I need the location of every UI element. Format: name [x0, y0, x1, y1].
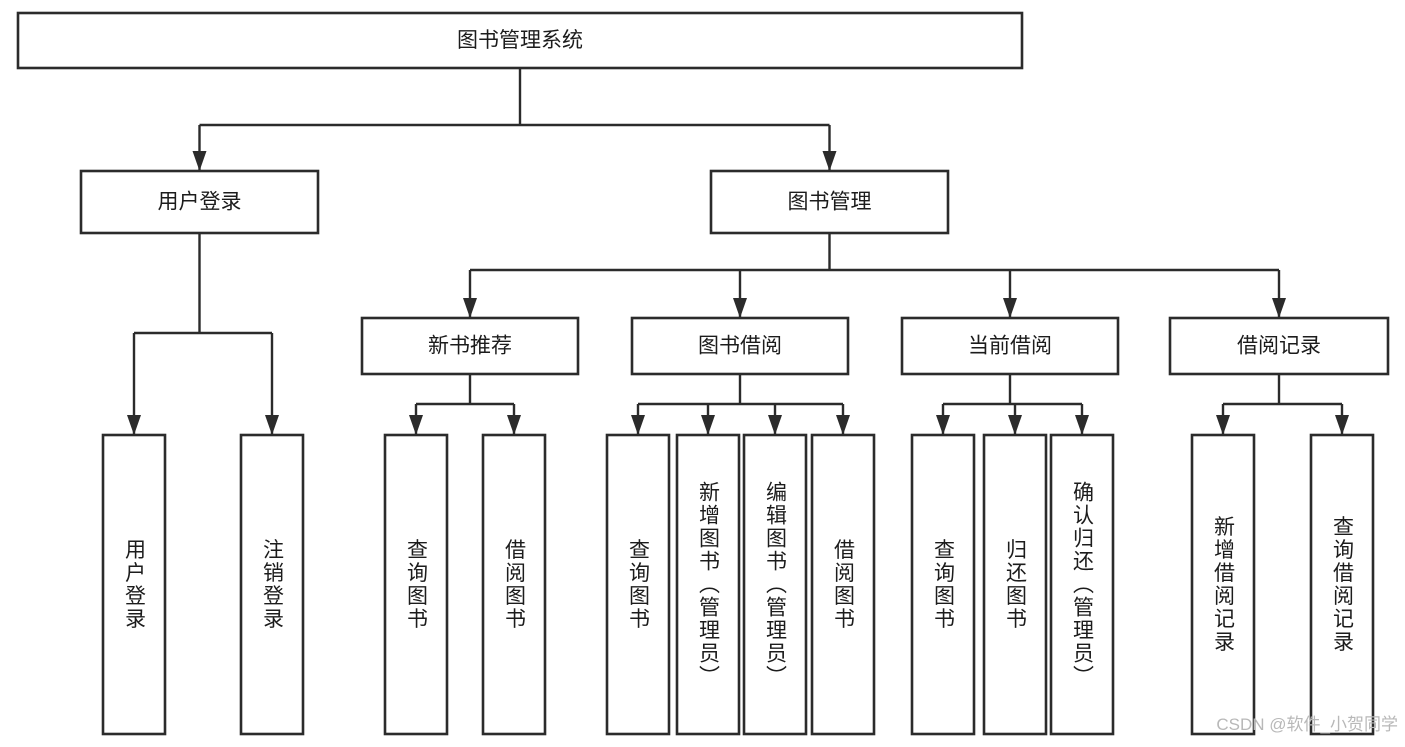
node-box-borrow[interactable]	[630, 316, 850, 376]
node-label-current: 当前借阅	[968, 335, 1052, 358]
node-label-records: 借阅记录	[1237, 335, 1321, 358]
node-label-leaf10: 归还图书	[1004, 539, 1028, 631]
node-leaf6[interactable]: 新增图书（管理员）	[675, 433, 741, 736]
node-label-newbook: 新书推荐	[428, 335, 512, 358]
node-current[interactable]: 当前借阅	[900, 316, 1120, 376]
node-label-leaf12: 新增借阅记录	[1212, 516, 1236, 654]
node-box-leaf12[interactable]	[1190, 433, 1256, 736]
node-box-leaf1[interactable]	[101, 433, 167, 736]
node-box-leaf7[interactable]	[742, 433, 808, 736]
node-label-login: 用户登录	[158, 191, 242, 214]
node-records[interactable]: 借阅记录	[1168, 316, 1390, 376]
node-box-leaf4[interactable]	[481, 433, 547, 736]
node-login[interactable]: 用户登录	[79, 169, 320, 235]
node-box-leaf11[interactable]	[1049, 433, 1115, 736]
node-label-leaf3: 查询图书	[405, 539, 429, 631]
node-label-leaf6: 新增图书（管理员）	[697, 481, 721, 688]
connectors-layer	[127, 68, 1349, 435]
node-bookmgmt[interactable]: 图书管理	[709, 169, 950, 235]
node-leaf2[interactable]: 注销登录	[239, 433, 305, 736]
node-leaf4[interactable]: 借阅图书	[481, 433, 547, 736]
node-box-leaf6[interactable]	[675, 433, 741, 736]
node-label-leaf13: 查询借阅记录	[1331, 516, 1355, 654]
node-box-leaf8[interactable]	[810, 433, 876, 736]
node-leaf9[interactable]: 查询图书	[910, 433, 976, 736]
node-box-leaf10[interactable]	[982, 433, 1048, 736]
node-leaf12[interactable]: 新增借阅记录	[1190, 433, 1256, 736]
node-label-bookmgmt: 图书管理	[788, 191, 872, 214]
node-box-root[interactable]	[16, 11, 1024, 70]
node-label-leaf1: 用户登录	[123, 539, 147, 631]
node-box-leaf2[interactable]	[239, 433, 305, 736]
node-leaf13[interactable]: 查询借阅记录	[1309, 433, 1375, 736]
node-box-bookmgmt[interactable]	[709, 169, 950, 235]
node-box-newbook[interactable]	[360, 316, 580, 376]
nodes-layer: 图书管理系统用户登录图书管理新书推荐图书借阅当前借阅借阅记录用户登录注销登录查询…	[16, 11, 1390, 736]
node-newbook[interactable]: 新书推荐	[360, 316, 580, 376]
node-label-leaf2: 注销登录	[261, 539, 285, 631]
node-box-records[interactable]	[1168, 316, 1390, 376]
node-label-leaf7: 编辑图书（管理员）	[764, 481, 788, 688]
node-leaf8[interactable]: 借阅图书	[810, 433, 876, 736]
node-box-login[interactable]	[79, 169, 320, 235]
node-leaf7[interactable]: 编辑图书（管理员）	[742, 433, 808, 736]
node-leaf5[interactable]: 查询图书	[605, 433, 671, 736]
node-label-root: 图书管理系统	[457, 29, 583, 52]
node-label-leaf11: 确认归还（管理员）	[1071, 481, 1095, 688]
csdn-watermark: CSDN @软件_小贺同学	[1216, 715, 1398, 734]
node-box-leaf9[interactable]	[910, 433, 976, 736]
node-leaf10[interactable]: 归还图书	[982, 433, 1048, 736]
node-leaf1[interactable]: 用户登录	[101, 433, 167, 736]
node-root[interactable]: 图书管理系统	[16, 11, 1024, 70]
node-label-leaf4: 借阅图书	[503, 539, 527, 631]
node-label-leaf5: 查询图书	[627, 539, 651, 631]
node-box-leaf13[interactable]	[1309, 433, 1375, 736]
node-label-leaf9: 查询图书	[932, 539, 956, 631]
node-leaf11[interactable]: 确认归还（管理员）	[1049, 433, 1115, 736]
node-box-current[interactable]	[900, 316, 1120, 376]
node-label-borrow: 图书借阅	[698, 335, 782, 358]
node-box-leaf3[interactable]	[383, 433, 449, 736]
node-borrow[interactable]: 图书借阅	[630, 316, 850, 376]
node-box-leaf5[interactable]	[605, 433, 671, 736]
node-label-leaf8: 借阅图书	[832, 539, 856, 631]
node-leaf3[interactable]: 查询图书	[383, 433, 449, 736]
